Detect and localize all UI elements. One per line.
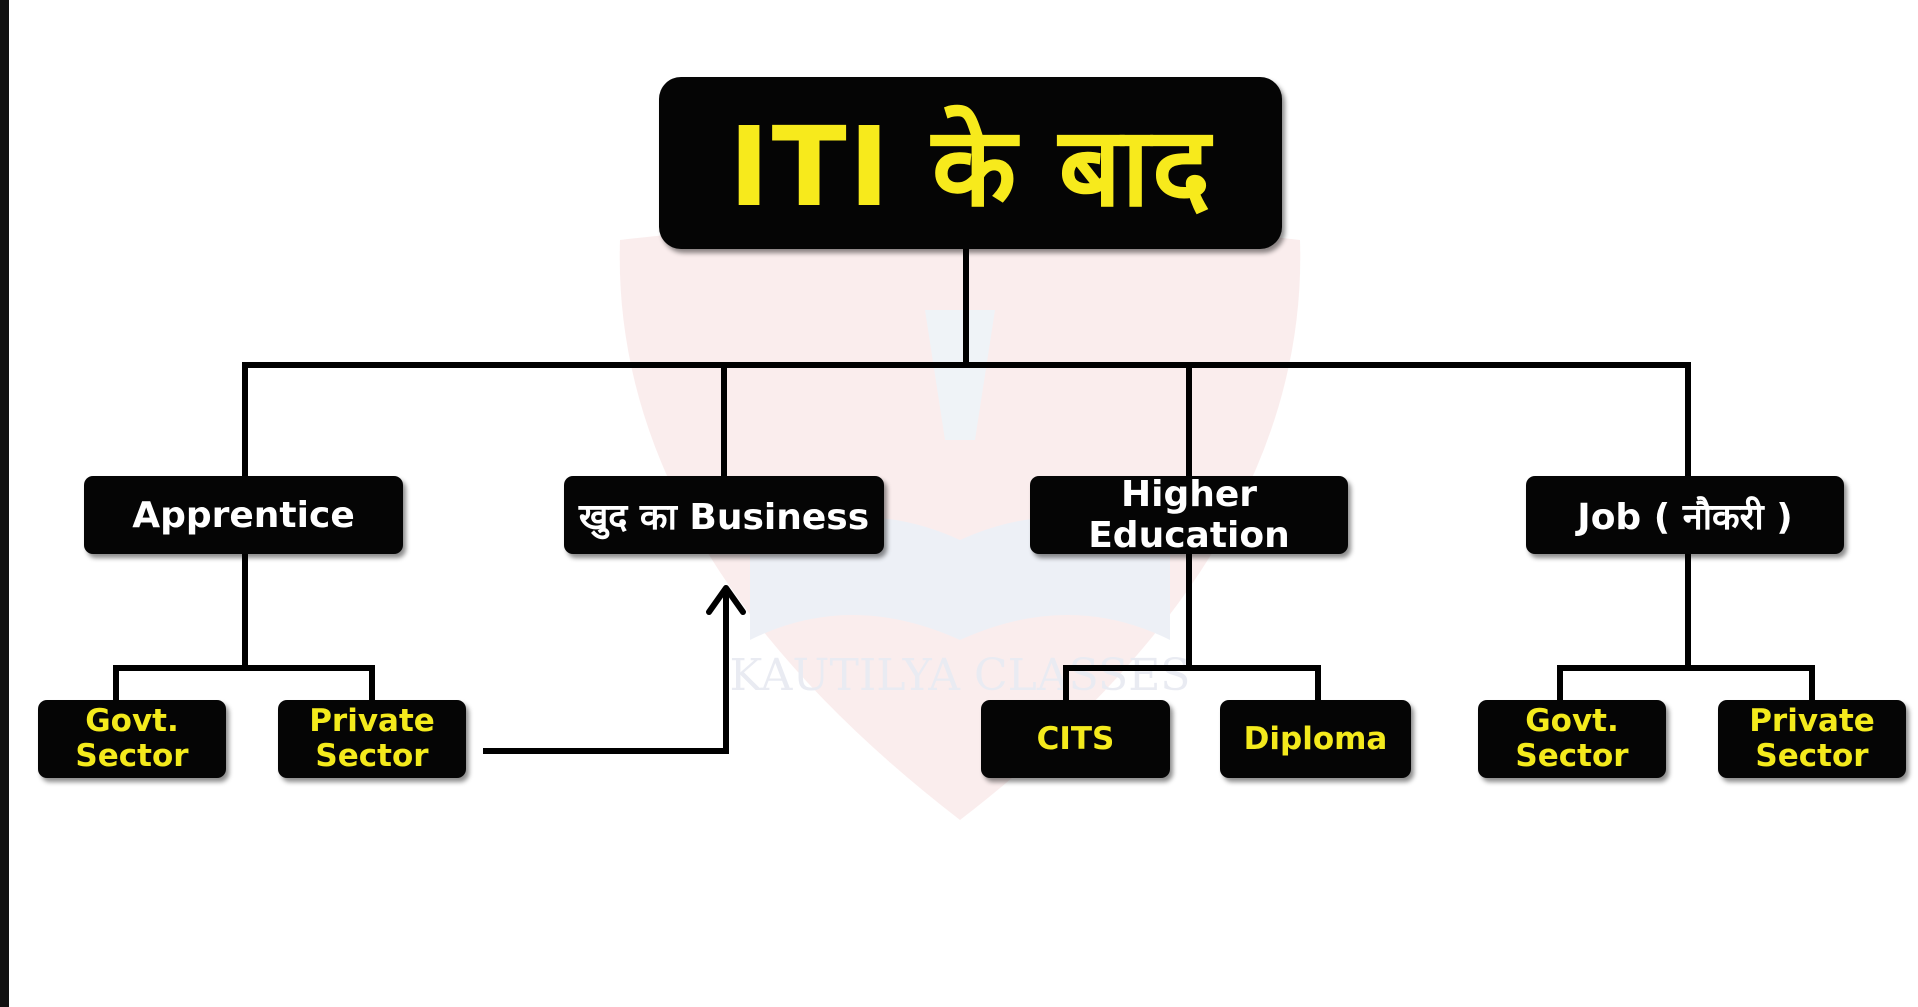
branch-apprentice: Apprentice [84, 476, 403, 554]
arrow-private-to-business [483, 592, 729, 754]
leaf-diploma: Diploma [1220, 700, 1411, 778]
leaf-job-private-sector: Private Sector [1718, 700, 1906, 778]
leaf-label: Diploma [1243, 720, 1388, 757]
branch-label: Higher Education [1088, 474, 1290, 556]
branch-label: खुद का Business [578, 496, 870, 538]
leaf-label: CITS [1036, 720, 1115, 757]
branch-label: Job ( नौकरी ) [1577, 496, 1793, 538]
leaf-label: Private Sector [309, 703, 435, 774]
arrow-head [706, 585, 746, 615]
leaf-label: Govt. Sector [75, 703, 189, 774]
leaf-label: Govt. Sector [1515, 703, 1629, 774]
branch-label: Apprentice [132, 494, 355, 536]
branch-higher-education: Higher Education [1030, 474, 1348, 556]
branch-own-business: खुद का Business [564, 476, 884, 554]
leaf-cits: CITS [981, 700, 1170, 778]
leaf-apprentice-private-sector: Private Sector [278, 700, 466, 778]
left-frame-border [0, 0, 9, 1007]
title-box: ITI के बाद [659, 77, 1282, 249]
leaf-apprentice-govt-sector: Govt. Sector [38, 700, 226, 778]
branch-job: Job ( नौकरी ) [1526, 476, 1844, 554]
title-text: ITI के बाद [728, 103, 1213, 231]
leaf-job-govt-sector: Govt. Sector [1478, 700, 1666, 778]
leaf-label: Private Sector [1749, 703, 1875, 774]
